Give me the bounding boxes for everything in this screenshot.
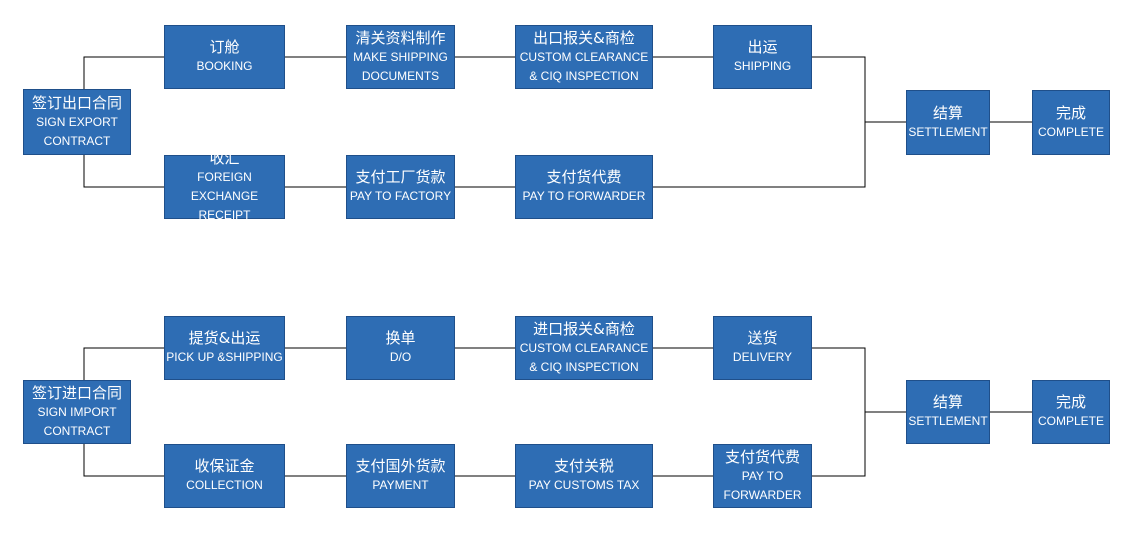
import-settlement-en: SETTLEMENT — [908, 414, 988, 428]
export-booking-box: 订舱 BOOKING — [164, 25, 285, 89]
connector-export-start-bottom — [83, 155, 164, 188]
export-complete-zh: 完成 — [1055, 103, 1086, 122]
import-delivery-en: DELIVERY — [732, 350, 793, 364]
export-booking-en: BOOKING — [196, 59, 253, 73]
import-delivery-zh: 送货 — [747, 329, 778, 347]
import-do-zh: 换单 — [385, 329, 416, 347]
import-do-box: 换单 D/O — [346, 316, 455, 380]
connector-import-start-bottom — [83, 444, 164, 477]
import-start-zh: 签订进口合同 — [31, 383, 122, 402]
export-pay-forwarder-zh: 支付货代费 — [546, 168, 622, 186]
import-collection-zh: 收保证金 — [194, 457, 255, 475]
export-customs-en: CUSTOM CLEARANCE & CIQ INSPECTION — [519, 49, 649, 83]
import-collection-en: COLLECTION — [186, 478, 263, 492]
import-complete-box: 完成 COMPLETE — [1032, 380, 1110, 444]
export-pay-forwarder-en: PAY TO FORWARDER — [522, 189, 646, 203]
export-start-box: 签订出口合同 SIGN EXPORT CONTRACT — [23, 89, 131, 155]
export-docs-box: 清关资料制作 MAKE SHIPPING DOCUMENTS — [346, 25, 455, 89]
import-pay-forwarder-zh: 支付货代费 — [724, 447, 800, 466]
import-pickup-box: 提货&出运 PICK UP &SHIPPING — [164, 316, 285, 380]
connector-export-start-top — [83, 56, 164, 89]
connector-import-delivery-merge — [812, 347, 866, 477]
export-complete-en: COMPLETE — [1037, 124, 1104, 139]
export-customs-zh: 出口报关&商检 — [533, 28, 635, 47]
import-payment-en: PAYMENT — [372, 478, 429, 492]
connector-import-start-top — [83, 347, 164, 380]
export-start-en: SIGN EXPORT CONTRACT — [36, 114, 118, 148]
export-customs-box: 出口报关&商检 CUSTOM CLEARANCE & CIQ INSPECTIO… — [515, 25, 653, 89]
import-pay-tax-zh: 支付关税 — [553, 457, 614, 475]
export-shipping-box: 出运 SHIPPING — [713, 25, 812, 89]
export-settlement-zh: 结算 — [932, 103, 963, 122]
import-pay-tax-box: 支付关税 PAY CUSTOMS TAX — [515, 444, 653, 508]
import-customs-en: CUSTOM CLEARANCE & CIQ INSPECTION — [519, 340, 649, 374]
import-pickup-zh: 提货&出运 — [188, 329, 261, 347]
export-booking-zh: 订舱 — [209, 38, 240, 56]
export-pay-factory-en: PAY TO FACTORY — [349, 189, 452, 203]
import-payment-zh: 支付国外货款 — [355, 457, 446, 475]
import-complete-en: COMPLETE — [1037, 414, 1104, 428]
import-complete-zh: 完成 — [1055, 393, 1086, 411]
import-delivery-box: 送货 DELIVERY — [713, 316, 812, 380]
export-shipping-en: SHIPPING — [733, 59, 792, 73]
export-docs-zh: 清关资料制作 — [355, 28, 446, 47]
import-customs-zh: 进口报关&商检 — [533, 319, 635, 338]
import-do-en: D/O — [389, 350, 412, 364]
export-settlement-en: SETTLEMENT — [908, 124, 988, 139]
export-start-zh: 签订出口合同 — [31, 93, 122, 112]
export-complete-box: 完成 COMPLETE — [1032, 90, 1110, 155]
import-settlement-box: 结算 SETTLEMENT — [906, 380, 990, 444]
import-start-en: SIGN IMPORT CONTRACT — [37, 404, 117, 438]
import-customs-box: 进口报关&商检 CUSTOM CLEARANCE & CIQ INSPECTIO… — [515, 316, 653, 380]
import-settlement-zh: 结算 — [932, 393, 963, 411]
export-docs-en: MAKE SHIPPING DOCUMENTS — [353, 49, 448, 83]
import-pay-forwarder-en: PAY TO FORWARDER — [723, 468, 802, 502]
export-pay-forwarder-box: 支付货代费 PAY TO FORWARDER — [515, 155, 653, 219]
export-receipt-en: FOREIGN EXCHANGE RECEIPT — [190, 170, 259, 222]
export-pay-factory-box: 支付工厂货款 PAY TO FACTORY — [346, 155, 455, 219]
import-start-box: 签订进口合同 SIGN IMPORT CONTRACT — [23, 380, 131, 444]
export-shipping-zh: 出运 — [747, 38, 778, 56]
export-settlement-box: 结算 SETTLEMENT — [906, 90, 990, 155]
export-receipt-zh: 收汇 — [209, 149, 240, 167]
export-receipt-box: 收汇 FOREIGN EXCHANGE RECEIPT — [164, 149, 285, 222]
import-payment-box: 支付国外货款 PAYMENT — [346, 444, 455, 508]
import-collection-box: 收保证金 COLLECTION — [164, 444, 285, 508]
import-pay-tax-en: PAY CUSTOMS TAX — [528, 478, 640, 492]
import-pay-forwarder-box: 支付货代费 PAY TO FORWARDER — [713, 444, 812, 508]
import-pickup-en: PICK UP &SHIPPING — [166, 350, 283, 364]
export-pay-factory-zh: 支付工厂货款 — [355, 168, 446, 186]
